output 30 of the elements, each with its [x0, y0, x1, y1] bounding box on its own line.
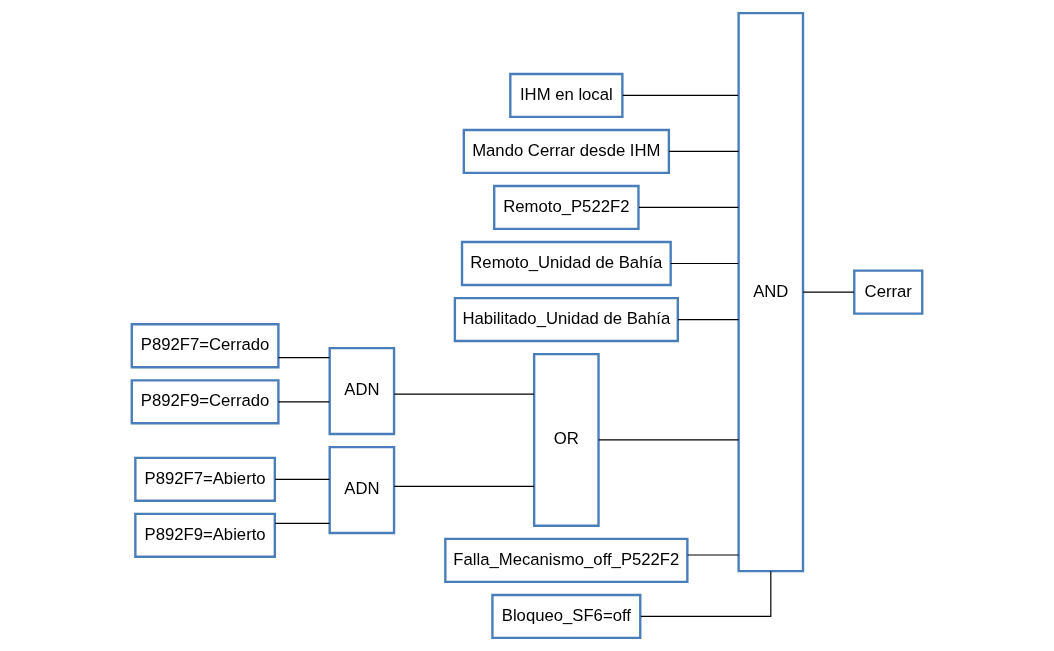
node-box: OR — [532, 352, 600, 527]
node-box: IHM en local — [509, 72, 624, 119]
node-box: Bloqueo_SF6=off — [491, 593, 642, 640]
node-box: ADN — [328, 445, 396, 535]
node-box: Remoto_Unidad de Bahía — [460, 240, 672, 287]
node-box: P892F7=Abierto — [134, 456, 277, 502]
node-box: Falla_Mecanismo_off_P522F2 — [444, 537, 689, 584]
connector — [640, 570, 772, 617]
node-box: ADN — [328, 346, 396, 436]
connector — [393, 485, 535, 488]
node-box: P892F9=Abierto — [134, 512, 277, 558]
connector — [638, 206, 739, 209]
node-box: Habilitado_Unidad de Bahía — [453, 296, 679, 343]
node-box: Remoto_P522F2 — [493, 184, 640, 231]
connector — [393, 393, 535, 395]
connector — [802, 291, 855, 293]
connector — [670, 262, 739, 265]
connector — [277, 357, 330, 359]
connector — [677, 318, 740, 321]
node-box: Cerrar — [853, 269, 924, 315]
node-box: Mando Cerrar desde IHM — [462, 128, 671, 175]
node-box: P892F7=Cerrado — [130, 323, 280, 369]
node-box: AND — [737, 11, 805, 573]
connector — [274, 478, 331, 480]
connector — [622, 94, 739, 96]
connector — [274, 522, 331, 524]
connector — [668, 150, 740, 153]
connector — [598, 439, 740, 441]
connector — [277, 401, 330, 403]
node-box: P892F9=Cerrado — [130, 379, 280, 425]
